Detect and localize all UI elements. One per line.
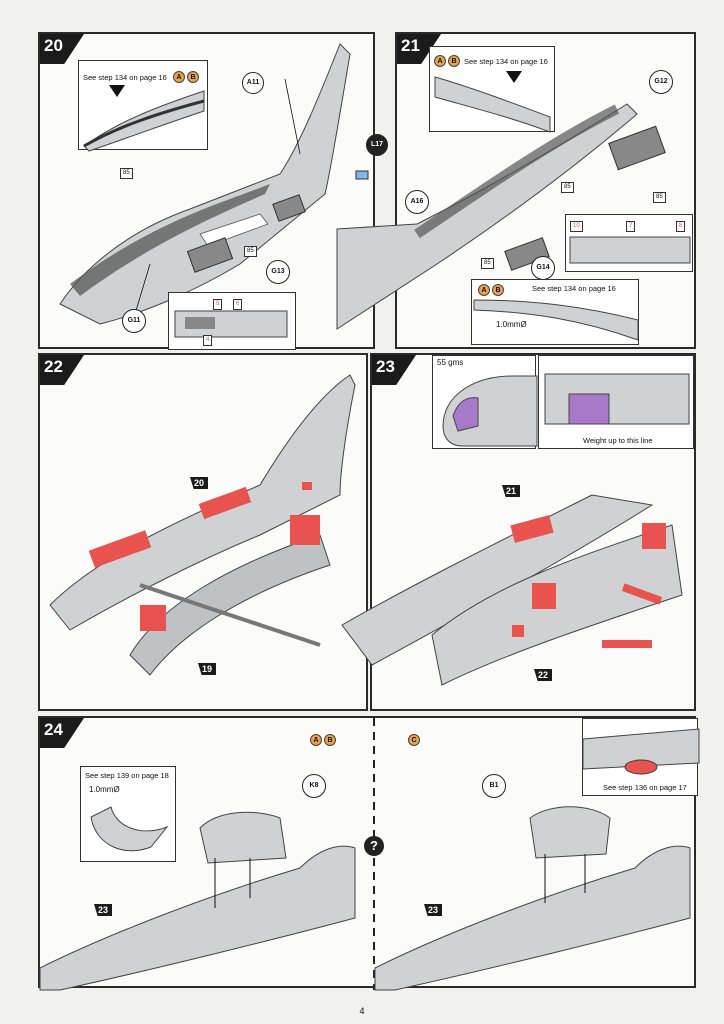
step-number: 23 [372,355,416,385]
badge-a: A [478,284,490,296]
step-21-inset-top: A B See step 134 on page 16 [429,46,555,133]
ref-step-23: 23 [424,904,443,916]
page-number: 4 [359,1006,365,1016]
fill-arrow-icon [109,85,125,97]
ref-step-23: 23 [94,904,113,916]
step-20-panel: 20 See step 134 on page 16 A B 5 6 4 A11… [38,32,388,350]
badge-b: B [448,55,460,67]
callout-a16: A16 [405,190,429,214]
step-24-panel: 24 A B C See step 139 on page 18 1.0mmØ … [38,716,700,991]
step-21-inset-bottom: A B See step 134 on page 16 1.0mmØ [471,279,639,345]
paint-code: 85 [481,258,494,269]
step-24-inset-right: See step 136 on page 17 [582,718,700,796]
callout-l17: L17 [366,134,388,156]
callout-g13: G13 [266,260,290,284]
callout-a11: A11 [242,72,264,94]
callout-g14: G14 [531,256,555,280]
callout-g11: G11 [122,309,146,333]
detail-code: 7 [626,221,636,232]
detail-code: 4 [203,335,213,346]
ref-step-20: 20 [190,477,209,489]
ref-step-21: 21 [502,485,521,497]
paint-code: 85 [244,246,257,257]
question-icon: ? [364,836,384,856]
step-22-panel: 22 20 19 [38,353,368,711]
step-23-inset-nose: 55 gms [432,355,538,449]
step-23-panel: 23 55 gms Weight up to this line 21 22 [341,353,696,711]
callout-k8: K8 [302,774,326,798]
step-23-inset-weight: Weight up to this line [538,355,694,449]
step-21-note-top: See step 134 on page 16 [464,57,548,66]
detail-code: 10 [570,221,583,232]
badge-b: B [492,284,504,296]
step-20-note: See step 134 on page 16 [83,73,167,82]
badge-b: B [324,734,336,746]
step-24-inset-left: See step 139 on page 18 1.0mmØ [80,766,176,862]
badge-b: B [187,71,199,83]
step-24-note-left: See step 139 on page 18 [85,771,169,780]
step-24-note-right: See step 136 on page 17 [603,783,687,792]
detail-code: 5 [213,299,223,310]
paint-code: 85 [561,182,574,193]
drill-size: 1.0mmØ [496,320,527,329]
ref-step-19: 19 [198,663,217,675]
badge-c: C [408,734,420,746]
callout-g12: G12 [649,70,673,94]
detail-code: 6 [233,299,243,310]
callout-b1: B1 [482,774,506,798]
weight-note: Weight up to this line [583,436,653,445]
step-20-inset-bottom: 5 6 4 [168,292,296,350]
step-20-inset-top: See step 134 on page 16 A B [78,60,208,152]
step-22-drawing [49,374,356,676]
step-21-note-bottom: See step 134 on page 16 [532,284,616,293]
step-24-divider [39,718,691,991]
badge-a: A [173,71,185,83]
paint-code: 85 [120,168,133,179]
step-20-drawing [59,43,369,325]
badge-a: A [310,734,322,746]
weight-label: 55 gms [437,358,464,367]
detail-code: 8 [676,221,686,232]
step-23-drawing [341,494,683,686]
fill-arrow-icon [506,71,522,83]
badge-a: A [434,55,446,67]
step-21-drawing [336,103,666,330]
step-21-inset-detail: 10 7 8 [565,214,693,272]
step-21-panel: 21 A B See step 134 on page 16 G12 A16 G… [336,32,696,349]
ref-step-22: 22 [534,669,553,681]
drill-size: 1.0mmØ [89,785,120,794]
paint-code: 85 [653,192,666,203]
